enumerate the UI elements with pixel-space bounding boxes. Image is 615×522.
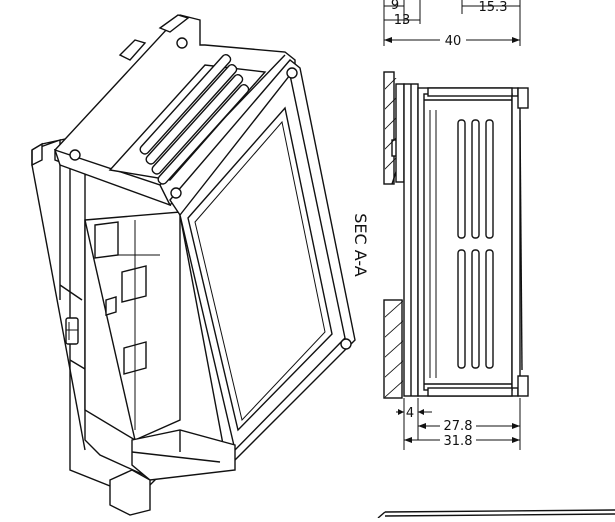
rail-latch — [65, 317, 79, 345]
dim-40: 40 — [445, 34, 462, 49]
dim-27-8: 27.8 — [444, 419, 473, 434]
bottom-foot-module — [109, 429, 236, 516]
dim-31-8: 31.8 — [444, 434, 473, 449]
front-lid — [169, 59, 356, 466]
bottom-dimensions: 4 27.8 31.8 — [396, 398, 521, 450]
top-screw-hole — [176, 37, 188, 49]
dim-4: 4 — [406, 406, 414, 421]
left-screw-hole — [69, 149, 81, 161]
dim-13: 13 — [394, 13, 411, 28]
enclosure-side-wall — [84, 211, 181, 441]
section-view — [383, 71, 529, 399]
dim-9: 9 — [391, 0, 399, 13]
section-vents — [457, 119, 494, 369]
section-label: SEC A-A — [351, 213, 370, 277]
vent-grille — [139, 53, 250, 185]
clip-body — [383, 71, 395, 185]
partial-next-view — [377, 509, 615, 519]
isometric-enclosure-view — [31, 14, 356, 516]
lid-screw-left — [170, 187, 182, 199]
bottom-clip — [383, 299, 403, 399]
top-vent-module — [53, 14, 296, 207]
dim-15-3: 15.3 — [479, 0, 508, 15]
top-dimensions: 9 13 15.3 40 — [383, 0, 521, 49]
lid-screw-right — [340, 338, 352, 350]
lid-screw-top — [286, 67, 298, 79]
